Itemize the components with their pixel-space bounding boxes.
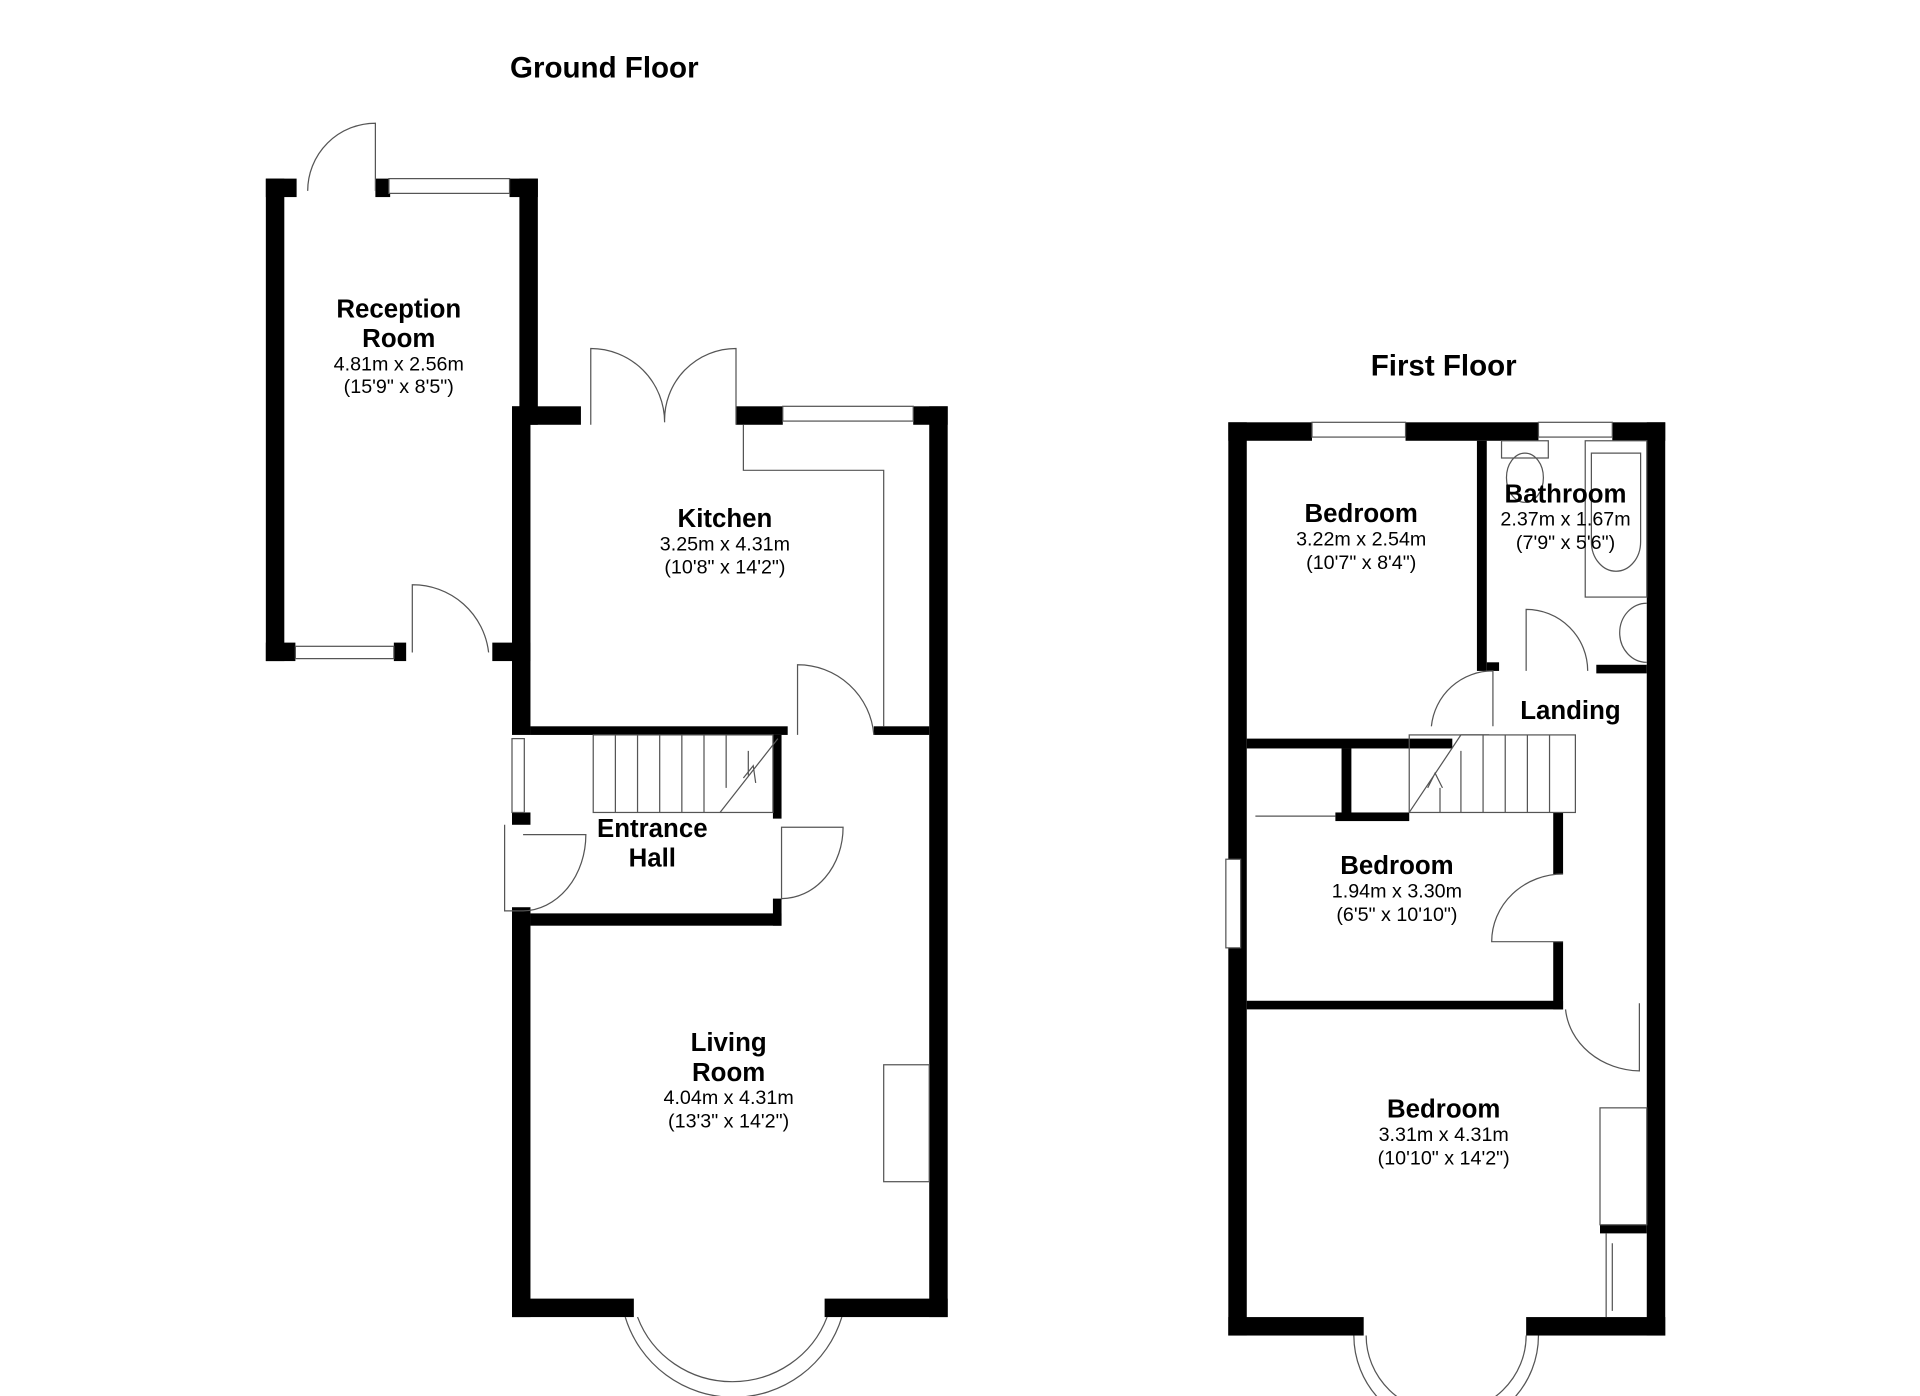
room-dimensions: (7'9" x 5'6") <box>1516 532 1615 554</box>
window <box>511 738 525 814</box>
room-dimensions: (10'10" x 14'2") <box>1378 1147 1510 1169</box>
bath-icon <box>1584 440 1648 598</box>
bay-window <box>624 1316 843 1396</box>
sink-icon <box>1619 602 1647 663</box>
room-dimensions: (13'3" x 14'2") <box>668 1111 789 1133</box>
room-name: Kitchen <box>678 505 773 533</box>
toilet-cistern <box>1500 440 1549 459</box>
ground-floor-walls <box>265 178 948 1318</box>
cupboard-door <box>1605 1233 1613 1318</box>
door-swing <box>1564 1003 1640 1072</box>
room-name: Entrance <box>597 815 708 843</box>
bay-window <box>1353 1335 1540 1396</box>
first-floor-labels: Bedroom 3.22m x 2.54m (10'7" x 8'4") Bat… <box>1296 480 1631 1169</box>
front-door <box>504 824 587 912</box>
door-swing <box>796 664 875 735</box>
french-doors <box>590 347 737 425</box>
first-floor-walls <box>1228 422 1666 1336</box>
window <box>1537 421 1613 438</box>
room-name: Room <box>362 325 435 353</box>
door-swing <box>307 122 376 191</box>
room-name: Bathroom <box>1505 480 1627 508</box>
ground-floor-fixtures <box>294 122 930 1396</box>
fireplace <box>883 1064 930 1183</box>
stairs <box>1408 734 1576 814</box>
toilet-icon <box>1505 452 1544 503</box>
window <box>388 178 511 195</box>
worktop <box>742 424 885 727</box>
window <box>294 645 395 660</box>
door-swing <box>1491 873 1564 943</box>
ground-floor-labels: Reception Room 4.81m x 2.56m (15'9" x 8'… <box>334 296 794 1133</box>
room-name: Bedroom <box>1387 1096 1500 1124</box>
window <box>1311 421 1407 438</box>
window <box>1225 858 1242 949</box>
door-swing <box>780 826 844 900</box>
room-name: Hall <box>629 845 676 873</box>
room-dimensions: 3.31m x 4.31m <box>1379 1124 1509 1146</box>
door-swing <box>411 584 490 653</box>
ground-floor-title: Ground Floor <box>510 52 699 85</box>
room-dimensions: 4.81m x 2.56m <box>334 354 464 376</box>
room-dimensions: (10'7" x 8'4") <box>1306 552 1416 574</box>
window <box>782 405 914 422</box>
room-name: Bedroom <box>1340 852 1453 880</box>
room-dimensions: 1.94m x 3.30m <box>1332 880 1462 902</box>
door-swing <box>1525 608 1589 671</box>
wardrobe <box>1599 1107 1648 1226</box>
room-dimensions: 4.04m x 4.31m <box>664 1087 794 1109</box>
room-dimensions: 3.25m x 4.31m <box>660 533 790 555</box>
room-name: Landing <box>1520 697 1620 725</box>
room-dimensions: (15'9" x 8'5") <box>344 376 454 398</box>
first-floor-fixtures <box>1225 421 1648 1396</box>
door-swing <box>1430 670 1494 727</box>
stairs <box>592 734 779 814</box>
room-name: Bedroom <box>1305 500 1418 528</box>
room-name: Room <box>692 1059 765 1087</box>
room-dimensions: (10'8" x 14'2") <box>664 557 785 579</box>
first-floor-title: First Floor <box>1371 350 1517 383</box>
room-name: Reception <box>336 296 461 324</box>
room-dimensions: (6'5" x 10'10") <box>1336 904 1457 926</box>
room-dimensions: 3.22m x 2.54m <box>1296 528 1426 550</box>
room-dimensions: 2.37m x 1.67m <box>1500 509 1630 531</box>
room-name: Living <box>691 1029 767 1057</box>
